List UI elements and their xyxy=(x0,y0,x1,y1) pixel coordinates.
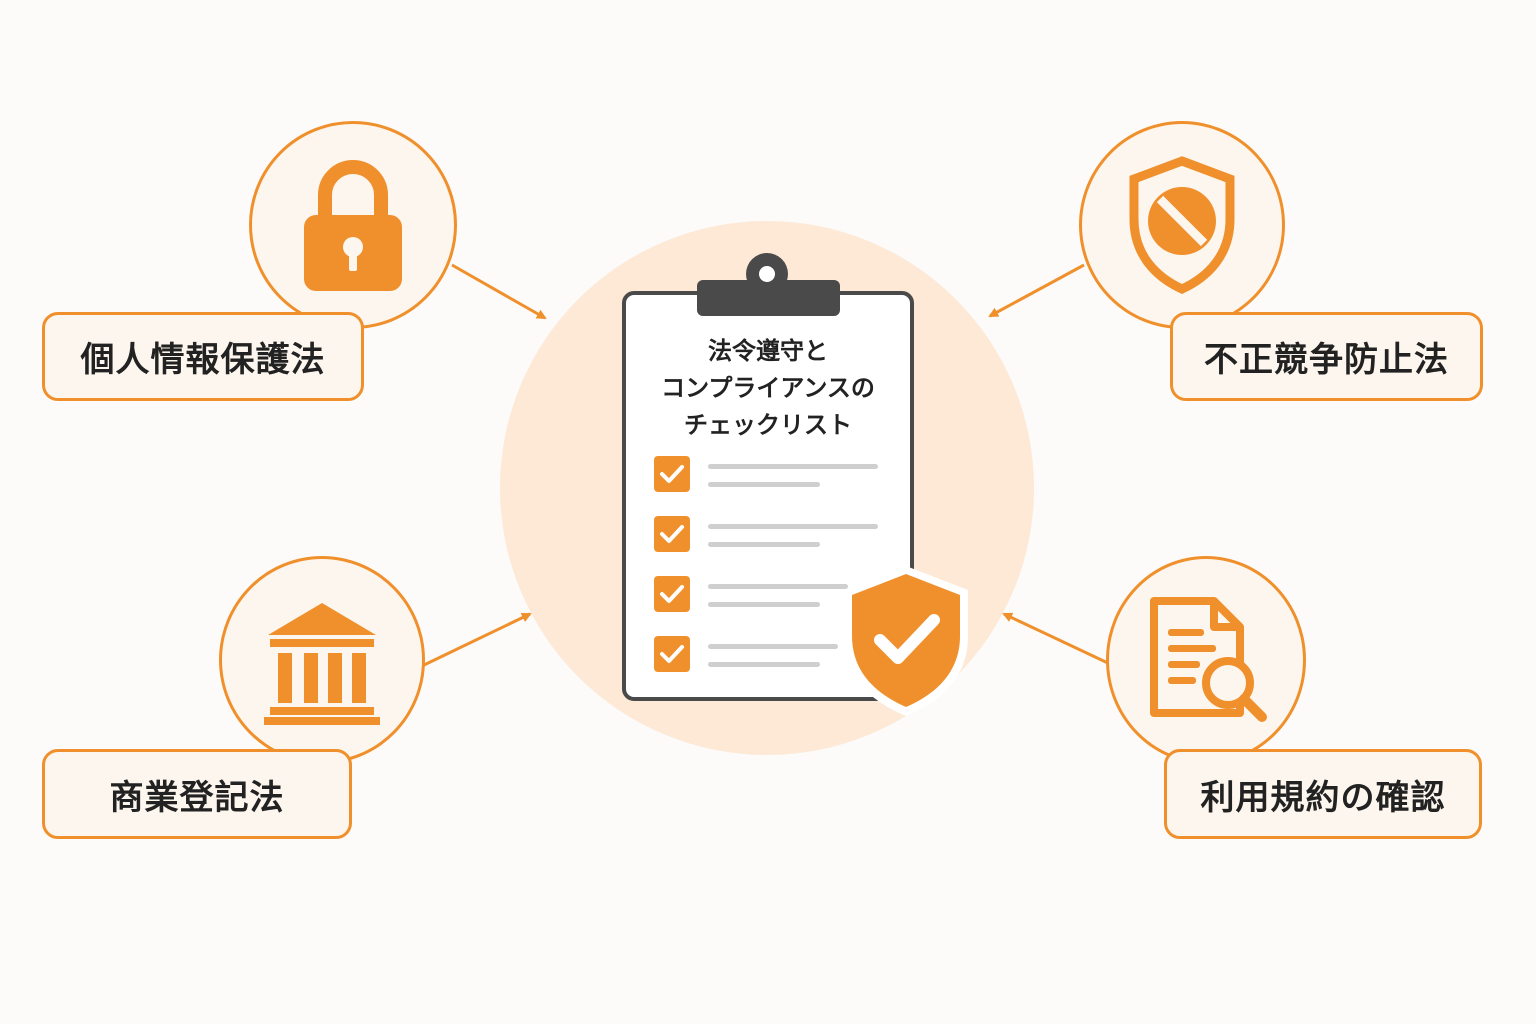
checkbox-checked xyxy=(654,576,690,612)
checklist-item xyxy=(654,636,894,676)
label-commercial-registration-law: 商業登記法 xyxy=(42,749,352,839)
label-unfair-competition-prevention-law: 不正競争防止法 xyxy=(1170,312,1483,401)
item-text-placeholder xyxy=(708,644,838,649)
padlock-icon-circle xyxy=(249,121,457,329)
checklist-item xyxy=(654,576,894,616)
arrow-bottom-right xyxy=(1002,612,1111,666)
checklist-title-line-2: コンプライアンスの xyxy=(661,374,875,402)
government-building-icon xyxy=(264,603,380,725)
document-icon-circle xyxy=(1106,556,1306,764)
check-icon xyxy=(660,645,684,663)
checkbox-checked xyxy=(654,456,690,492)
label-personal-info-protection-law: 個人情報保護法 xyxy=(42,312,364,401)
arrow-bottom-left xyxy=(423,612,532,667)
check-icon xyxy=(660,465,684,483)
item-subtext-placeholder xyxy=(708,602,820,607)
padlock-icon xyxy=(304,160,402,291)
item-subtext-placeholder xyxy=(708,542,820,547)
checklist-title-line-3: チェックリスト xyxy=(684,411,852,439)
checklist-item xyxy=(654,516,894,556)
shield-icon-circle xyxy=(1079,121,1285,329)
label-terms-of-use-confirmation: 利用規約の確認 xyxy=(1164,749,1482,839)
item-subtext-placeholder xyxy=(708,482,820,487)
building-icon-circle xyxy=(219,556,425,764)
prohibited-shield-icon xyxy=(1129,156,1235,294)
checkbox-checked xyxy=(654,516,690,552)
clipboard-clip-hole xyxy=(759,266,775,282)
checklist-title: 法令遵守と コンプライアンスの チェックリスト xyxy=(630,333,906,444)
item-text-placeholder xyxy=(708,524,878,529)
check-icon xyxy=(660,585,684,603)
checklist-title-line-1: 法令遵守と xyxy=(708,337,828,365)
item-text-placeholder xyxy=(708,584,848,589)
checklist-item xyxy=(654,456,894,496)
document-search-icon xyxy=(1150,597,1267,722)
item-text-placeholder xyxy=(708,464,878,469)
arrow-top-right xyxy=(988,263,1085,318)
check-icon xyxy=(660,525,684,543)
shield-check-icon xyxy=(844,566,968,716)
item-subtext-placeholder xyxy=(708,662,820,667)
checkbox-checked xyxy=(654,636,690,672)
arrow-top-left xyxy=(451,263,547,320)
